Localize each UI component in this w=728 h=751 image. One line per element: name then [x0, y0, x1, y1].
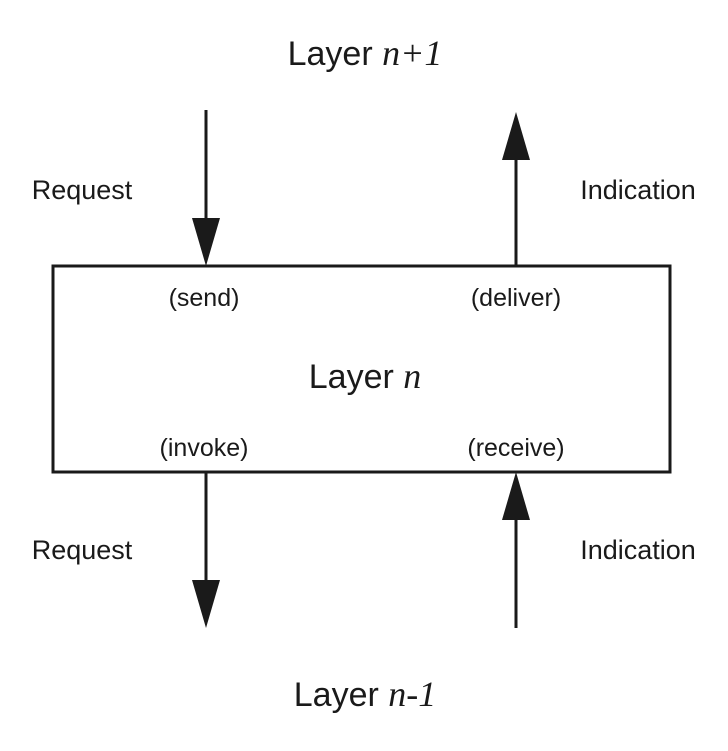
upper-layer-prefix: Layer: [288, 35, 383, 73]
deliver-primitive-label: (deliver): [471, 284, 561, 312]
request-down-arrow-bottom: [192, 472, 220, 628]
request-down-arrow-top: [192, 110, 220, 266]
middle-layer-index: n: [403, 356, 421, 396]
bottom-request-label: Request: [32, 535, 133, 565]
lower-layer-prefix: Layer: [294, 676, 389, 714]
upper-layer-title: Layer n+1: [288, 33, 443, 73]
top-indication-label: Indication: [580, 175, 696, 205]
lower-layer-title: Layer n-1: [294, 674, 437, 714]
layer-n-box: [51, 264, 672, 474]
lower-layer-index: n-1: [388, 674, 436, 714]
upper-layer-index: n+1: [382, 33, 442, 73]
bottom-indication-label: Indication: [580, 535, 696, 565]
middle-layer-prefix: Layer: [309, 358, 404, 396]
middle-layer-title: Layer n: [309, 356, 422, 396]
indication-up-arrow-bottom: [502, 472, 530, 628]
top-request-label: Request: [32, 175, 133, 205]
indication-up-arrow-top: [502, 112, 530, 266]
send-primitive-label: (send): [169, 284, 240, 312]
receive-primitive-label: (receive): [467, 434, 564, 462]
invoke-primitive-label: (invoke): [160, 434, 249, 462]
